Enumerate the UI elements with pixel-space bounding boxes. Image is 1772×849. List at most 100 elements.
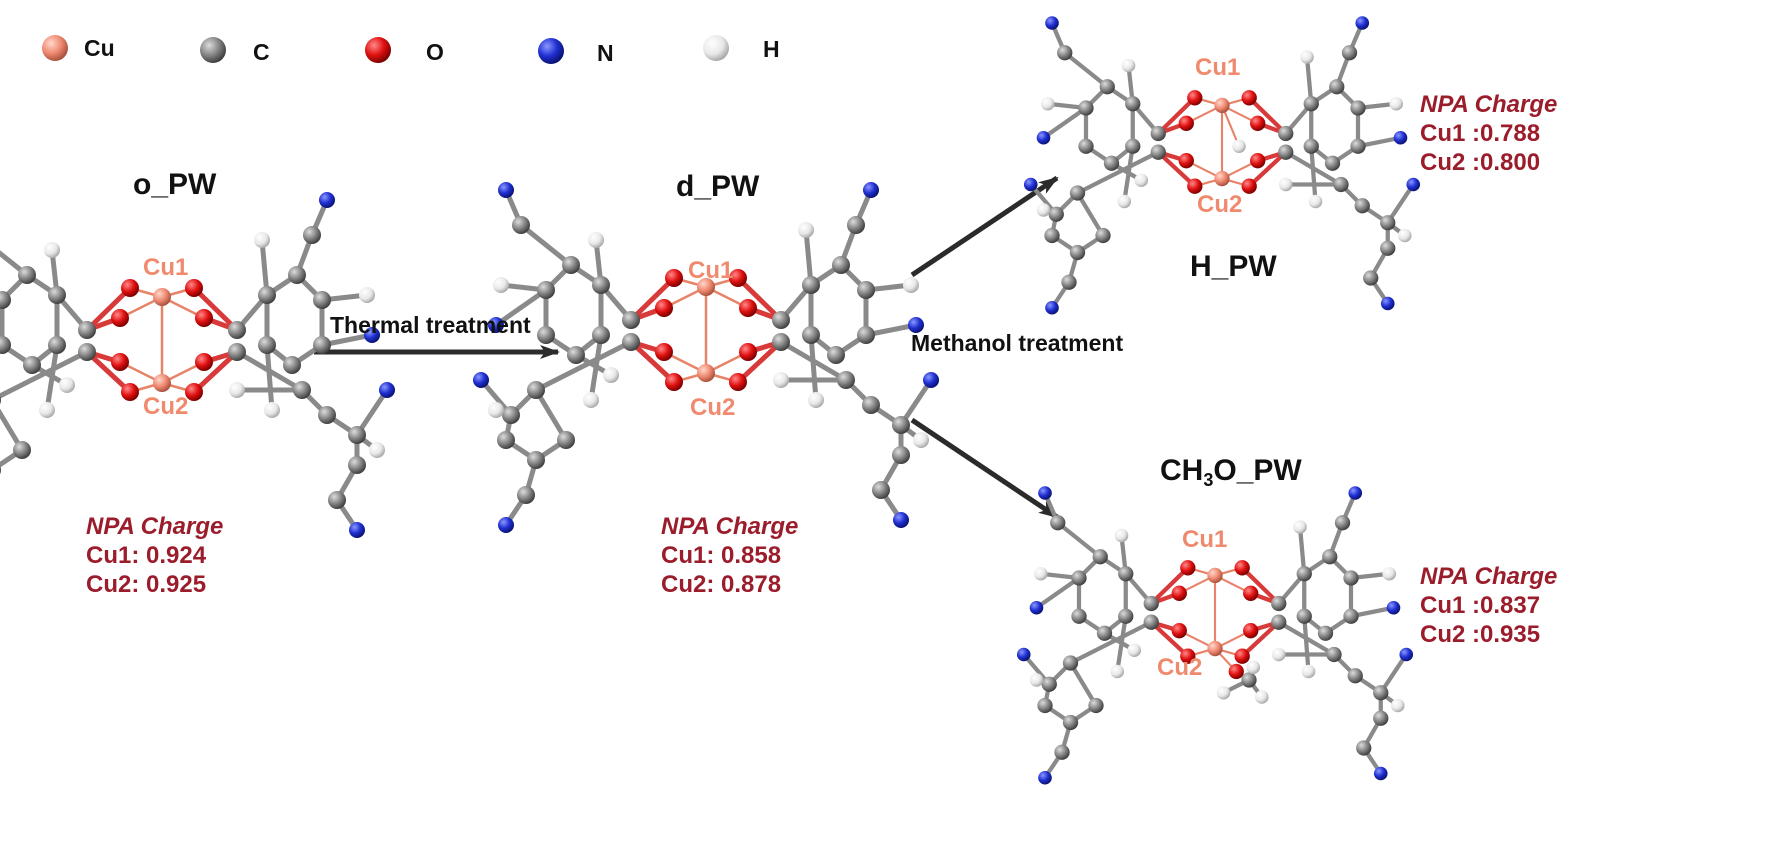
bond <box>1304 54 1314 106</box>
bond <box>1156 150 1197 189</box>
o-atom <box>121 383 139 401</box>
o-pw-cu1-label: Cu1 <box>143 254 189 281</box>
h-atom <box>1127 643 1142 658</box>
c-atom <box>1078 100 1094 116</box>
c-atom <box>1071 608 1087 624</box>
bond <box>533 339 634 393</box>
h-pw-npa-title: NPA Charge <box>1420 91 1558 118</box>
bond <box>1075 150 1161 196</box>
c-atom <box>592 326 610 344</box>
c-atom <box>537 281 555 299</box>
c-atom <box>557 431 575 449</box>
o-pw-molecule <box>0 192 395 538</box>
c-atom <box>1062 655 1079 671</box>
c-atom <box>1363 270 1379 286</box>
c-atom <box>497 431 515 449</box>
o-atom <box>195 309 213 327</box>
c-atom <box>78 343 96 361</box>
n-atom <box>1386 600 1401 615</box>
c-atom <box>862 396 880 414</box>
o-atom <box>185 279 203 297</box>
ch3o-pw-title-pre: CH <box>1160 454 1204 487</box>
c-atom <box>1271 595 1287 612</box>
c-atom <box>348 456 366 474</box>
n-atom <box>1373 766 1388 781</box>
methanol-arrow-down <box>910 417 1059 520</box>
o-atom <box>1178 153 1194 169</box>
bond <box>1068 620 1154 666</box>
c-atom <box>802 326 820 344</box>
legend-o-sphere <box>365 37 391 63</box>
c-atom <box>258 336 276 354</box>
c-atom <box>832 256 850 274</box>
bond <box>628 339 677 385</box>
n-atom <box>1355 16 1370 30</box>
ch3o-pw-npa-title: NPA Charge <box>1420 563 1558 590</box>
n-atom <box>863 182 879 198</box>
h-atom <box>808 392 824 408</box>
c-atom <box>13 441 31 459</box>
legend-c-sphere <box>200 37 226 63</box>
ch3o-pw-npa-charge: NPA Charge Cu1 :0.837 Cu2 :0.935 <box>1420 562 1557 649</box>
o-atom <box>111 353 129 371</box>
c-atom <box>1096 625 1113 641</box>
bond <box>1041 105 1089 140</box>
o-atom <box>1243 585 1259 601</box>
d-pw-molecule <box>473 182 939 533</box>
h-atom <box>1293 520 1307 534</box>
c-atom <box>1334 515 1351 531</box>
ch3o-pw-title-post: O_PW <box>1213 454 1302 487</box>
bond <box>264 342 275 413</box>
n-atom <box>1036 130 1051 145</box>
bond <box>1068 660 1099 708</box>
c-atom <box>1044 227 1060 244</box>
o-atom <box>665 269 683 287</box>
bond <box>1034 575 1082 610</box>
n-atom <box>488 317 504 333</box>
h-atom <box>1271 647 1286 662</box>
c-atom <box>622 333 640 351</box>
c-atom <box>1041 676 1057 692</box>
c-atom <box>1143 595 1159 612</box>
h-atom <box>59 377 75 393</box>
o-atom <box>1187 178 1203 194</box>
bond <box>0 250 30 278</box>
bond <box>1149 620 1190 659</box>
d-pw-npa-title: NPA Charge <box>661 513 799 540</box>
c-atom <box>288 266 306 284</box>
c-atom <box>1048 206 1064 222</box>
c-atom <box>283 356 301 374</box>
c-atom <box>1099 79 1115 95</box>
legend-label-c: C <box>253 39 270 65</box>
h-atom <box>1232 139 1246 154</box>
o-atom <box>1180 560 1196 576</box>
c-atom <box>1118 566 1134 582</box>
ch3o-pw-molecule-group <box>1016 486 1414 785</box>
c-atom <box>1061 274 1077 290</box>
n-atom <box>473 372 489 388</box>
c-atom <box>527 451 545 469</box>
bond <box>735 339 784 385</box>
h-pw-molecule-group <box>1023 16 1421 315</box>
c-atom <box>772 311 790 329</box>
o-atom <box>729 269 747 287</box>
d-pw-cu1-label: Cu1 <box>688 257 734 284</box>
h-pw-npa-charge: NPA Charge Cu1 :0.788 Cu2 :0.800 <box>1420 90 1557 177</box>
o-pw-npa-charge: NPA Charge Cu1: 0.924 Cu2: 0.925 <box>86 512 223 599</box>
bond <box>0 349 90 399</box>
n-atom <box>1406 177 1421 192</box>
n-atom <box>1045 16 1059 30</box>
thermal-treatment-label: Thermal treatment <box>330 312 531 338</box>
c-atom <box>562 256 580 274</box>
o-pw-npa-title: NPA Charge <box>86 513 224 540</box>
ch3o-pw-cu1-label: Cu1 <box>1182 526 1228 553</box>
n-atom <box>1348 486 1363 500</box>
n-atom <box>349 522 365 538</box>
c-atom <box>1150 144 1166 160</box>
legend-label-n: N <box>597 40 614 66</box>
c-atom <box>1324 155 1341 171</box>
c-atom <box>303 226 321 244</box>
n-atom <box>1038 770 1052 785</box>
h-pw-title: H_PW <box>1190 250 1277 283</box>
